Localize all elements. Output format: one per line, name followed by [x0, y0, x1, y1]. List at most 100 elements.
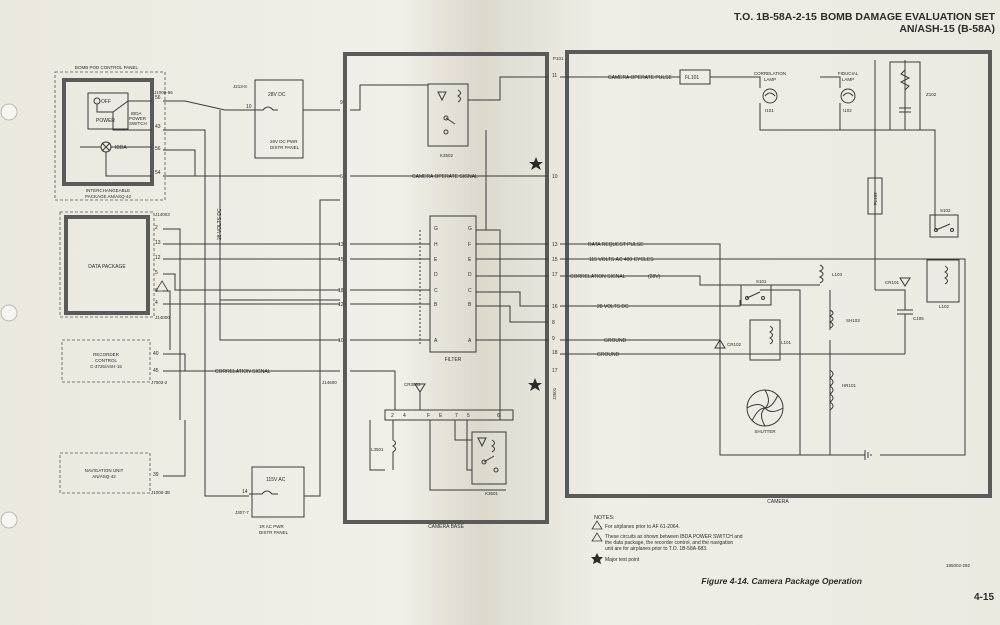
- base-right-pin-5: 17: [552, 272, 558, 278]
- data-pin-3: 12: [155, 255, 161, 261]
- sh103-label: SH103: [846, 318, 860, 323]
- svg-text:G: G: [434, 226, 438, 232]
- svg-text:E: E: [434, 257, 438, 263]
- base-left-pin-5: 18: [338, 288, 344, 294]
- doc-subtitle: AN/ASH-15 (B-58A): [899, 23, 995, 35]
- j7003-ref: J7003-2: [151, 380, 168, 385]
- cr101-diode: [899, 277, 911, 287]
- data-package-box: [64, 215, 150, 315]
- interchangeable-package-box: [62, 78, 154, 186]
- svg-text:A: A: [434, 338, 438, 344]
- ground-symbol: [864, 450, 872, 460]
- s102-box: [929, 214, 959, 238]
- note-1: For airplanes prior to AF 61-2064.: [605, 524, 680, 530]
- fl102-box: [867, 177, 883, 215]
- svg-text:A: A: [468, 338, 472, 344]
- base-left-pin-6: 12: [338, 302, 344, 308]
- data-pin-1: 2: [155, 225, 158, 231]
- power-label: POWER: [96, 118, 115, 124]
- off-label: OFF: [101, 99, 111, 105]
- k3502-relay-box: [427, 83, 469, 147]
- nav-pin: 39: [153, 472, 159, 478]
- cr102-diode: [714, 339, 726, 349]
- z102-box: [889, 61, 921, 131]
- svg-text:C: C: [468, 288, 472, 294]
- svg-text:H: H: [434, 242, 438, 248]
- ibda-power-switch-label-3: SWITCH: [129, 121, 147, 126]
- sh103-coil: [828, 309, 834, 329]
- data-pin-2: 13: [155, 240, 161, 246]
- k3502-diode: [437, 91, 447, 102]
- base-left-pin-2: 6: [340, 174, 343, 180]
- note-2-line3: unit are for airplanes prior to T.O. 1B-…: [605, 546, 707, 552]
- camera-label: CAMERA: [767, 499, 789, 505]
- l3501-coil: [369, 420, 396, 471]
- svg-text:G: G: [468, 226, 472, 232]
- l3501-label: L3501: [371, 447, 384, 452]
- svg-text:D: D: [434, 272, 438, 278]
- svg-text:C: C: [434, 288, 438, 294]
- camera-wiring: [560, 60, 966, 456]
- ac-fuse-symbol: [249, 490, 278, 495]
- l103-label: L103: [832, 272, 843, 277]
- bomb-pod-panel-label: BOMB POD CONTROL PANEL: [75, 65, 139, 70]
- base-right-pin-2: 10: [552, 174, 558, 180]
- svg-text:D: D: [468, 272, 472, 278]
- base-right-pin-6: 16: [552, 304, 558, 310]
- panel-pin-4: 54: [155, 170, 161, 176]
- panel-pin-2: 43: [155, 124, 161, 130]
- k3502-coil: [457, 89, 461, 103]
- s101-box: [740, 284, 772, 306]
- filter-label: FILTER: [445, 357, 462, 363]
- j14600-ref: J14600: [322, 380, 337, 385]
- dc-panel-label-2: DISTR PANEL: [270, 145, 300, 150]
- interchangeable-sub-label: PACKAGE AN/ASQ-42: [85, 194, 131, 199]
- l103-coil: [818, 264, 824, 284]
- camera-base-wiring: [350, 76, 548, 420]
- data-pin-4: 5: [155, 270, 158, 276]
- recorder-pin-1: 40: [153, 351, 159, 357]
- left-wiring: [163, 100, 340, 497]
- svg-text:7: 7: [455, 413, 458, 419]
- svg-text:5: 5: [467, 413, 470, 419]
- l102-relay-box: [926, 259, 960, 303]
- switch-off-contact: [93, 97, 101, 105]
- base-right-pin-1: 11: [552, 73, 557, 79]
- ac-power-panel-box: [251, 466, 305, 518]
- terminal-pin-labels: 2 4 F E 7 5 6: [391, 413, 500, 419]
- fl101-label: FL101: [685, 75, 699, 81]
- hr101-label: HR101: [842, 383, 857, 388]
- figure-caption: Figure 4-14. Camera Package Operation: [701, 576, 862, 586]
- l102-label: L102: [939, 304, 950, 309]
- svg-text:B: B: [468, 302, 472, 308]
- dc-panel-label-1: 28V DC PWR: [270, 139, 298, 144]
- j307-ref: J307-7: [235, 510, 249, 515]
- drawing-id: 195002-292: [946, 563, 971, 568]
- note-2-triangle: [591, 532, 603, 542]
- l101-label: L101: [781, 340, 792, 345]
- svg-text:2: 2: [391, 413, 394, 419]
- k3501-label: K3501: [485, 491, 499, 496]
- base-right-pin-7: 8: [552, 320, 555, 326]
- terminal-strip: [384, 409, 514, 421]
- ac-panel-label-1: 1R AC PWR: [259, 524, 285, 529]
- dc-power-panel-box: [254, 79, 304, 159]
- dc-voltage-label: 28V DC: [268, 92, 286, 98]
- recorder-label-1: RECORDER: [93, 352, 120, 357]
- cr102-label: CR102: [727, 342, 742, 347]
- svg-text:F: F: [427, 413, 430, 419]
- base-left-pin-7: 10: [338, 338, 344, 344]
- legend-test-point: Major test point: [605, 557, 640, 563]
- c105-capacitor: [897, 309, 913, 354]
- j14000-ref: J14000: [155, 315, 170, 320]
- binder-hole-top: [0, 103, 18, 121]
- ibda-label: IBDA: [115, 145, 127, 151]
- note-1-triangle: [591, 520, 603, 530]
- ac-voltage-label: 115V AC: [266, 477, 286, 483]
- fiducial-lamp-label-2: LAMP: [842, 77, 854, 82]
- dc-pin: 10: [246, 104, 252, 110]
- correlation-signal-28v: CORRELATION SIGNAL: [570, 274, 626, 280]
- recorder-label-2: CONTROL: [95, 358, 117, 363]
- data-package-outline: [59, 211, 155, 318]
- filter-left-pin-labels: G H E D C B A: [434, 226, 438, 344]
